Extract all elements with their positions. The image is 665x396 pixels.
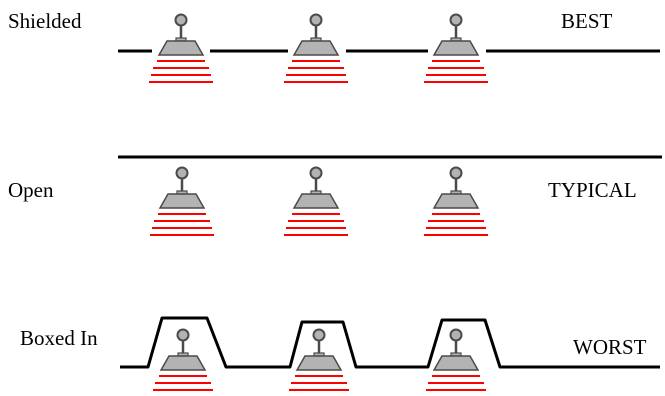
joystick-device-icon [160,168,204,209]
device-3 [424,168,488,236]
rating-best: BEST [561,9,613,33]
joystick-device-icon [159,15,203,56]
device-2 [284,15,348,83]
joystick-device-icon [161,330,205,371]
emission-waves-icon [150,214,214,235]
emission-waves-icon [149,61,213,82]
row-label-shielded: Shielded [8,9,82,33]
joystick-device-icon [297,330,341,371]
device-2 [284,168,348,236]
joystick-device-icon [434,15,478,56]
rating-worst: WORST [573,335,647,359]
joystick-device-icon [434,168,478,209]
emission-waves-icon [284,214,348,235]
row-shielded: Shielded BEST [8,9,660,82]
row-open: Open TYPICAL [8,157,662,235]
row-label-open: Open [8,178,54,202]
device-1 [150,168,214,236]
joystick-device-icon [294,15,338,56]
emission-waves-icon [424,61,488,82]
emission-waves-icon [284,61,348,82]
device-3 [424,330,488,396]
rating-typical: TYPICAL [548,178,637,202]
joystick-device-icon [434,330,478,371]
emission-waves-icon [424,214,488,235]
device-3 [424,15,488,83]
device-1 [149,15,213,83]
row-boxed-in: Boxed In WORST [20,318,660,396]
joystick-device-icon [294,168,338,209]
row-label-boxed-in: Boxed In [20,326,98,350]
emission-waves-icon [287,376,351,396]
device-1 [151,330,215,396]
emission-waves-icon [424,376,488,396]
emission-waves-icon [151,376,215,396]
